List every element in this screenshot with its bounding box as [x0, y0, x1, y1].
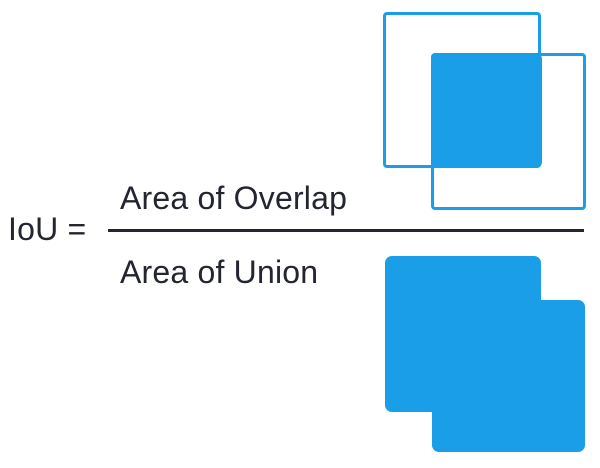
fraction-bar — [108, 229, 584, 232]
union-box-a-fill — [385, 256, 541, 412]
overlap-box-b-outline — [431, 53, 586, 210]
iou-label: IoU = — [8, 211, 87, 247]
numerator-label: Area of Overlap — [120, 180, 348, 216]
union-box-b-fill — [432, 300, 585, 452]
intersection-fill — [431, 53, 542, 168]
denominator-label: Area of Union — [120, 254, 319, 290]
overlap-box-a-outline — [383, 12, 541, 168]
